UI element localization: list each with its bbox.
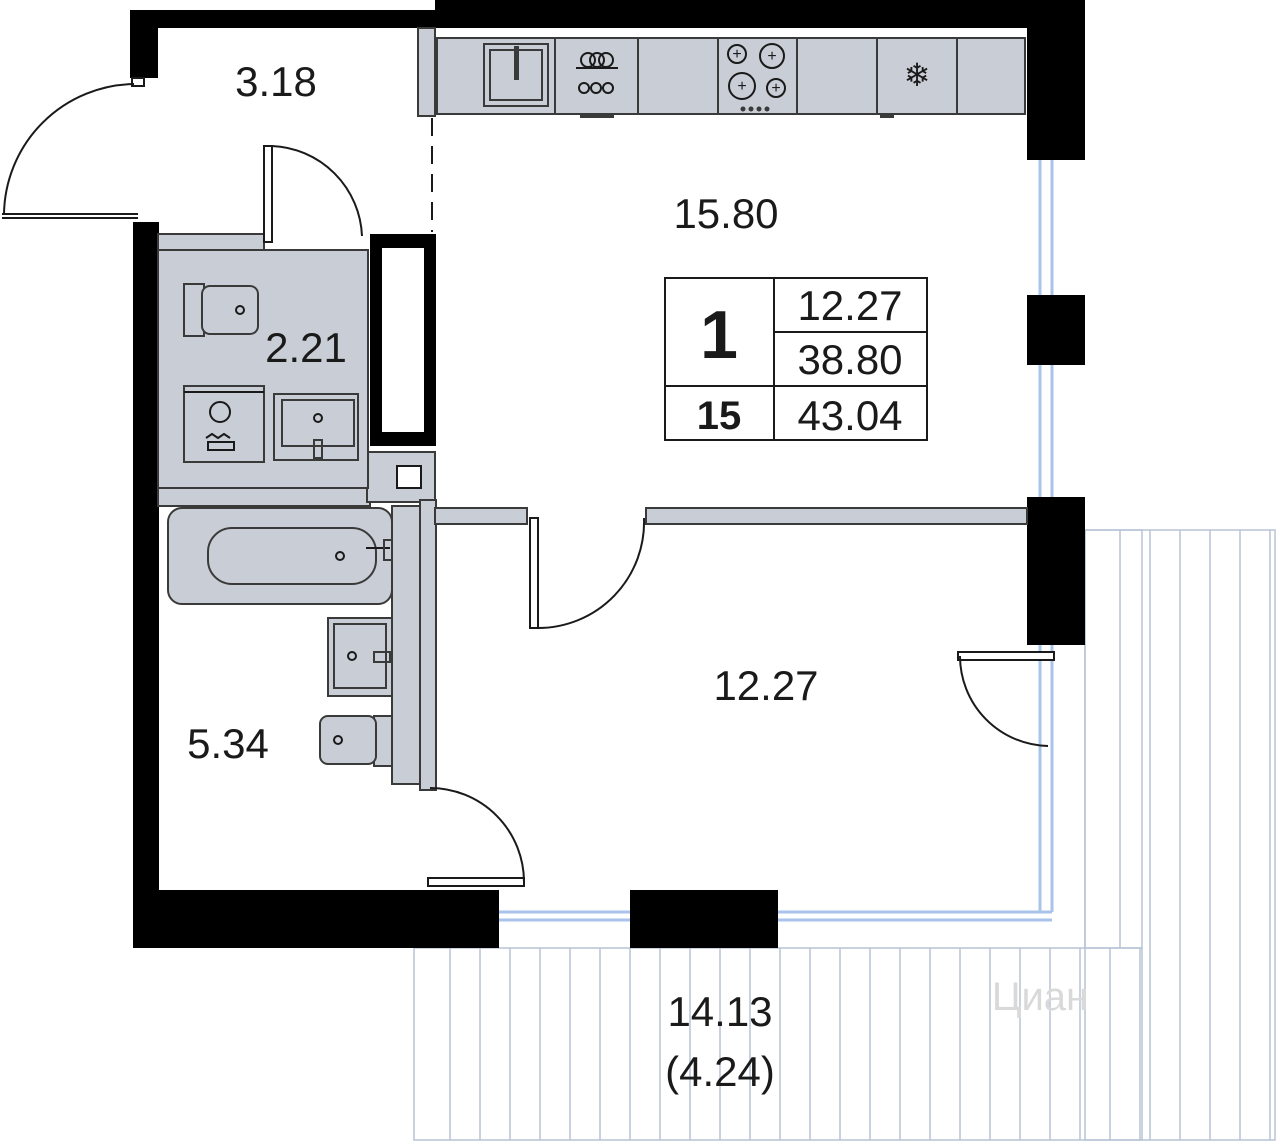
kitchen-counter: + + + + ❄ bbox=[436, 37, 1026, 118]
cooktop-icon: + + + + bbox=[727, 43, 786, 112]
svg-text:+: + bbox=[771, 80, 780, 97]
entry-area-label: 3.18 bbox=[235, 58, 317, 105]
fridge-icon: ❄ bbox=[880, 57, 930, 118]
total-area-value: 38.80 bbox=[797, 336, 902, 383]
bathtub-icon bbox=[167, 507, 393, 605]
svg-text:❄: ❄ bbox=[904, 57, 931, 93]
wc-area-label: 2.21 bbox=[265, 324, 347, 371]
dishwasher-icon bbox=[576, 52, 618, 118]
washing-machine-icon bbox=[183, 385, 265, 463]
bedroom-door[interactable] bbox=[529, 517, 646, 629]
balcony-door[interactable] bbox=[957, 651, 1055, 747]
svg-text:+: + bbox=[732, 46, 741, 63]
bathroom-sink-icon bbox=[327, 617, 393, 697]
floor-number: 15 bbox=[697, 394, 742, 438]
svg-text:+: + bbox=[767, 48, 776, 65]
summary-table: 1 15 12.27 38.80 43.04 bbox=[664, 277, 928, 441]
bathroom-fixtures bbox=[167, 505, 421, 785]
wc-fixtures bbox=[157, 249, 369, 489]
balcony-area-label: 14.13 bbox=[667, 988, 772, 1035]
watermark: Циан bbox=[992, 975, 1088, 1019]
entrance-door[interactable] bbox=[2, 77, 145, 219]
rooms-count: 1 bbox=[700, 297, 738, 373]
windows bbox=[499, 160, 1054, 922]
deck-frame bbox=[1084, 529, 1276, 1141]
wc-sink-icon bbox=[273, 393, 359, 461]
kitchen-living-area-label: 15.80 bbox=[673, 190, 778, 237]
bathroom-area-label: 5.34 bbox=[187, 720, 269, 767]
bathroom-door[interactable] bbox=[427, 787, 525, 887]
toilet-icon bbox=[183, 283, 259, 337]
bedroom-area-label: 12.27 bbox=[713, 662, 818, 709]
svg-text:+: + bbox=[737, 78, 746, 95]
living-area-value: 12.27 bbox=[797, 282, 902, 329]
doors bbox=[2, 77, 1055, 887]
exterior-walls bbox=[130, 0, 1085, 948]
balcony-deck bbox=[413, 529, 1276, 1141]
room-labels: 3.18 15.80 2.21 5.34 12.27 14.13 (4.24) bbox=[187, 58, 818, 1095]
bathroom-toilet-icon bbox=[319, 715, 393, 767]
total-with-balcony-value: 43.04 bbox=[797, 392, 902, 439]
kitchen-sink-icon bbox=[483, 43, 549, 107]
balcony-reduced-area-label: (4.24) bbox=[665, 1048, 775, 1095]
wc-door[interactable] bbox=[263, 145, 363, 243]
